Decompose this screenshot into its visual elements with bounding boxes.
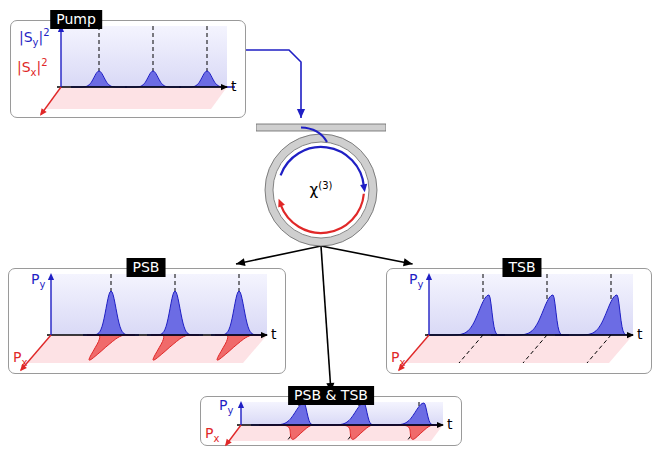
y-pulse <box>491 295 569 335</box>
panel-title: Pump <box>50 10 102 29</box>
axis-label: Py <box>219 397 233 413</box>
generated-light <box>281 194 364 233</box>
connector-line <box>321 246 413 264</box>
pulse-plot <box>387 269 653 375</box>
axis-label: Py <box>409 271 423 287</box>
arrow-connector <box>321 246 413 266</box>
x-pulse <box>319 425 380 439</box>
y-pulse <box>71 71 127 87</box>
drawing-stroke <box>265 134 377 246</box>
x-axis <box>399 335 429 370</box>
y-pulse <box>251 403 320 425</box>
signal-panel: PSB & TSBPyPxt <box>200 396 462 446</box>
time-axis <box>425 334 633 335</box>
arrow-head <box>225 439 232 447</box>
drawing-stroke <box>273 142 369 238</box>
arrow-head <box>297 109 305 118</box>
x-pulse <box>215 335 263 360</box>
axis-label: Px <box>205 425 219 441</box>
connector-line <box>246 50 301 118</box>
pulse-plot <box>9 269 287 375</box>
y-pulse <box>371 403 440 425</box>
time-axis-label: t <box>231 78 237 94</box>
y-plane <box>429 274 633 335</box>
panel-title: TSB <box>502 258 541 277</box>
y-pulse <box>179 71 235 87</box>
x-pulse <box>259 425 320 439</box>
y-pulse <box>311 403 380 425</box>
arrow-head <box>48 273 54 280</box>
y-pulse <box>427 295 505 335</box>
bus-waveguide <box>256 124 386 131</box>
x-plane <box>45 87 227 109</box>
dashed-marker <box>587 335 611 363</box>
signal-panel: TSBPyPxt <box>386 268 652 374</box>
arrow-head <box>261 332 268 338</box>
y-pulse <box>83 291 139 335</box>
nonlinearity-label: χ(3) <box>310 182 333 198</box>
pump-light <box>281 128 364 187</box>
arrow-head <box>627 332 634 338</box>
y-axis <box>60 28 61 87</box>
y-pulse <box>125 71 181 87</box>
ring-resonator-node: χ(3) <box>256 118 386 248</box>
axis-label: |Sy|2 <box>19 29 50 45</box>
ring-resonator <box>269 138 373 242</box>
x-plane <box>405 335 633 363</box>
arrow-head <box>236 258 246 266</box>
arrow-head <box>437 422 444 428</box>
axis-label: Px <box>13 349 27 365</box>
panel-title: PSB & TSB <box>288 386 374 405</box>
dashed-marker <box>523 335 547 363</box>
signal-panel: PSBPyPxt <box>8 268 286 374</box>
time-axis-label: t <box>637 326 643 342</box>
time-axis <box>57 86 227 87</box>
y-plane <box>51 274 267 335</box>
panel-title: PSB <box>127 258 166 277</box>
axis-label: Px <box>391 349 405 365</box>
time-axis <box>47 334 267 335</box>
y-pulse <box>147 291 203 335</box>
y-axis <box>50 276 51 335</box>
x-plane <box>27 335 267 363</box>
y-axis <box>428 276 429 335</box>
y-pulse <box>555 295 633 335</box>
arrow-head <box>238 401 244 408</box>
time-axis <box>237 424 443 425</box>
x-axis <box>21 335 51 370</box>
arrow-head <box>426 273 432 280</box>
y-pulse <box>211 291 267 335</box>
x-pulse <box>87 335 135 360</box>
arrow-connector <box>321 246 334 392</box>
signal-panel: Pump|Sy|2|Sx|2t <box>10 20 246 118</box>
dashed-marker <box>459 335 483 363</box>
time-axis-label: t <box>271 326 277 342</box>
arrow-head <box>221 84 228 90</box>
x-pulse <box>379 425 440 439</box>
arrow-head <box>40 108 47 116</box>
arrow-head <box>360 184 367 193</box>
axis-label: Py <box>31 271 45 287</box>
time-axis-label: t <box>447 416 453 432</box>
axis-label: |Sx|2 <box>17 59 48 75</box>
connector-line <box>236 246 321 264</box>
arrow-connector <box>236 246 321 266</box>
arrow-head <box>278 199 285 208</box>
x-plane <box>229 425 443 441</box>
x-pulse <box>151 335 199 360</box>
connector-line <box>321 246 331 392</box>
y-plane <box>241 402 443 425</box>
arrow-connector <box>246 50 305 118</box>
arrow-head <box>403 258 413 266</box>
